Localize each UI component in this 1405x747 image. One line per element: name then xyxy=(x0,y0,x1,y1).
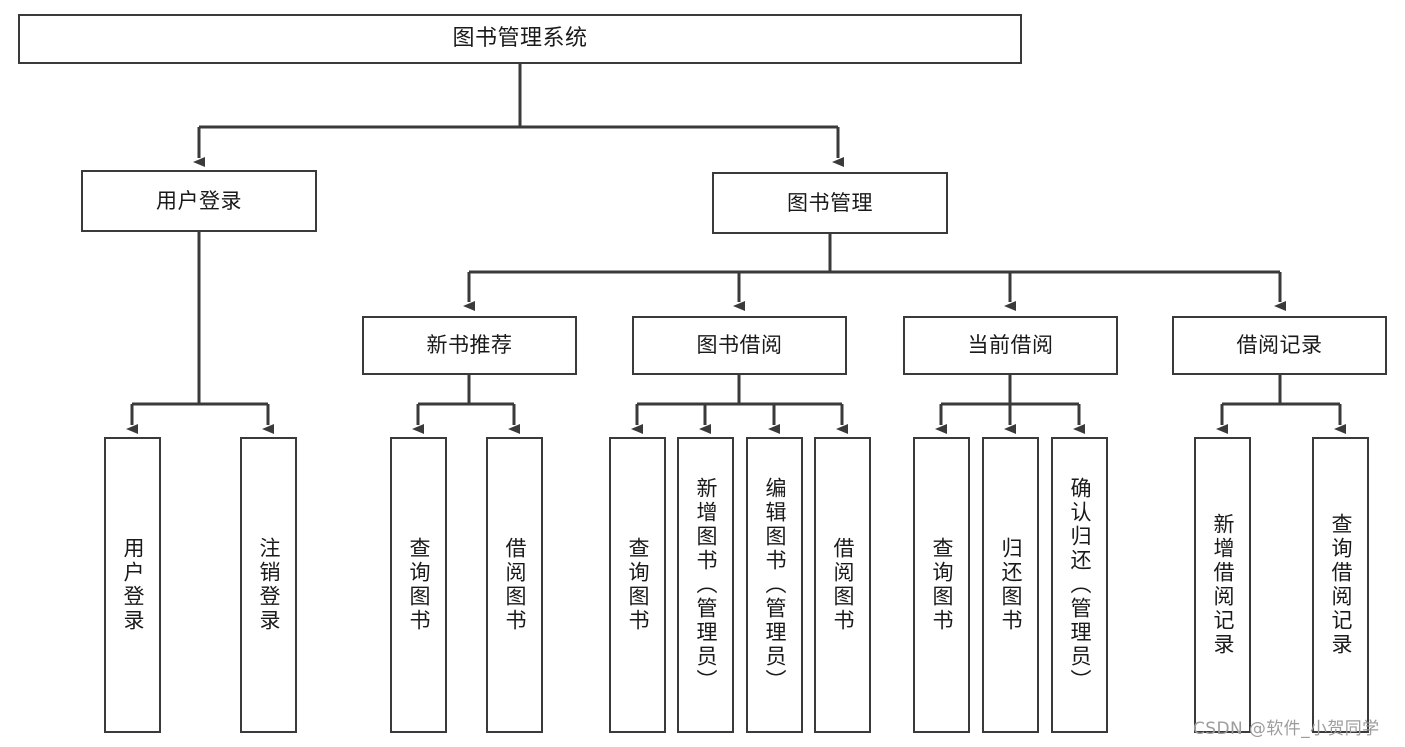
leaf-borrow-query-book[interactable]: 查询图书 xyxy=(609,437,666,733)
node-label: 查询图书 xyxy=(626,537,650,633)
node-label: 借阅记录 xyxy=(1236,333,1323,358)
node-label: 借阅图书 xyxy=(831,537,855,633)
node-book-borrow[interactable]: 图书借阅 xyxy=(632,316,847,375)
leaf-borrow-edit-book-admin[interactable]: 编辑图书（管理员） xyxy=(746,437,803,733)
node-label: 查询借阅记录 xyxy=(1329,513,1353,657)
node-book-management[interactable]: 图书管理 xyxy=(712,172,948,234)
leaf-current-query-book[interactable]: 查询图书 xyxy=(913,437,970,733)
leaf-records-add-record[interactable]: 新增借阅记录 xyxy=(1194,437,1251,733)
node-label: 归还图书 xyxy=(999,537,1023,633)
node-label: 新书推荐 xyxy=(426,333,513,358)
node-label: 图书管理 xyxy=(787,190,873,215)
leaf-recommend-query-book[interactable]: 查询图书 xyxy=(390,437,447,733)
leaf-borrow-borrow-book[interactable]: 借阅图书 xyxy=(814,437,871,733)
node-label: 当前借阅 xyxy=(967,333,1054,358)
node-label: 图书管理系统 xyxy=(452,26,588,52)
leaf-user-login-login[interactable]: 用户登录 xyxy=(104,437,161,733)
node-borrow-records[interactable]: 借阅记录 xyxy=(1172,316,1387,375)
node-label: 借阅图书 xyxy=(503,537,527,633)
csdn-watermark: CSDN @软件_小贺同学 xyxy=(1193,719,1380,739)
node-root-system[interactable]: 图书管理系统 xyxy=(18,14,1022,64)
node-label: 编辑图书（管理员） xyxy=(763,477,787,693)
node-user-login[interactable]: 用户登录 xyxy=(81,170,317,232)
node-label: 查询图书 xyxy=(930,537,954,633)
node-label: 确认归还（管理员） xyxy=(1068,477,1092,693)
node-label: 用户登录 xyxy=(121,537,145,633)
node-new-book-recommend[interactable]: 新书推荐 xyxy=(362,316,577,375)
leaf-current-confirm-return-admin[interactable]: 确认归还（管理员） xyxy=(1051,437,1108,733)
leaf-borrow-add-book-admin[interactable]: 新增图书（管理员） xyxy=(677,437,734,733)
node-label: 查询图书 xyxy=(407,537,431,633)
node-label: 注销登录 xyxy=(257,537,281,633)
node-label: 用户登录 xyxy=(156,188,242,213)
leaf-records-query-record[interactable]: 查询借阅记录 xyxy=(1312,437,1369,733)
node-label: 新增借阅记录 xyxy=(1211,513,1235,657)
leaf-recommend-borrow-book[interactable]: 借阅图书 xyxy=(486,437,543,733)
leaf-current-return-book[interactable]: 归还图书 xyxy=(982,437,1039,733)
node-current-borrow[interactable]: 当前借阅 xyxy=(903,316,1118,375)
node-label: 图书借阅 xyxy=(696,333,783,358)
node-label: 新增图书（管理员） xyxy=(694,477,718,693)
leaf-user-login-logout[interactable]: 注销登录 xyxy=(240,437,297,733)
